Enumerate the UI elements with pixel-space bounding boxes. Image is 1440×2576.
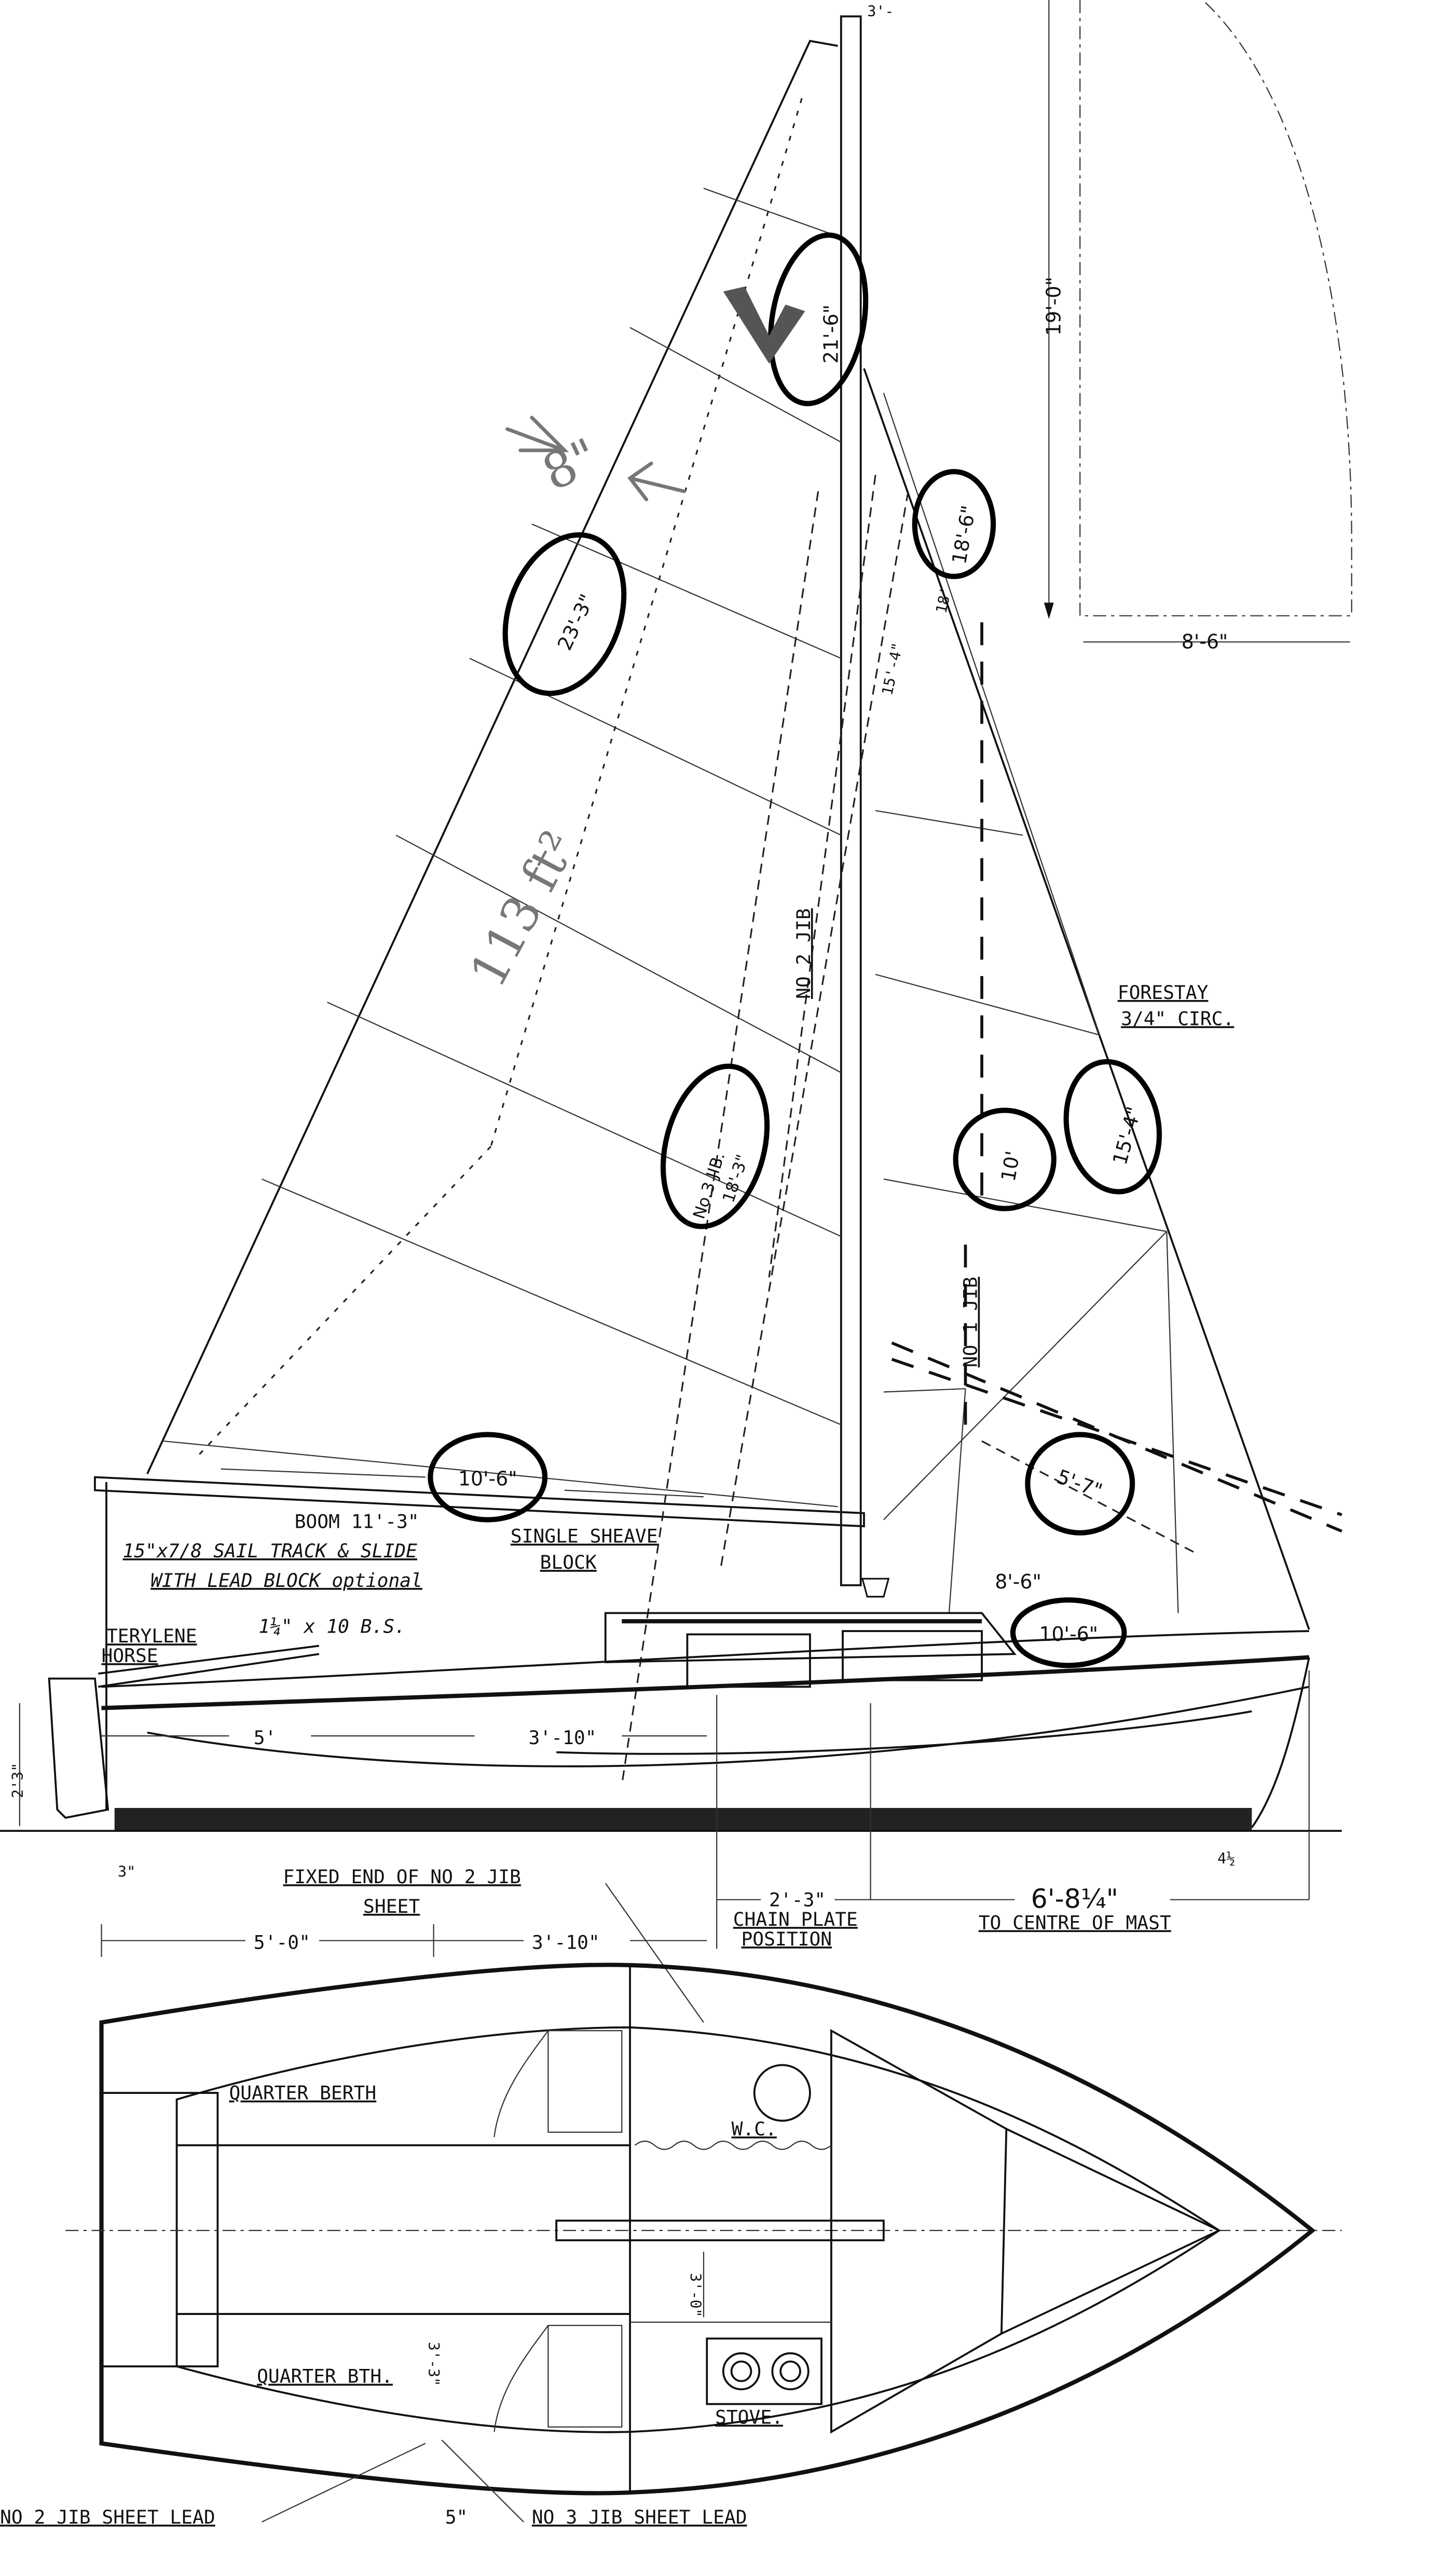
dim-luff-15-4: 15'-4" (879, 641, 907, 696)
hand-23-3: 23'-3" (553, 591, 599, 654)
hand-18-6: 18'-6" (948, 504, 980, 566)
dim-bow-4-half: 4½ (1217, 1850, 1235, 1867)
mainsail (146, 39, 842, 1508)
note-quarter-berth: QUARTER BERTH (229, 2082, 376, 2104)
label-forestay: FORESTAY (1118, 981, 1209, 1004)
label-single-sheave: SINGLE SHEAVE (511, 1525, 658, 1547)
note-to-centre: TO CENTRE OF MAST (979, 1911, 1171, 1934)
label-boom: BOOM 11'-3" (295, 1510, 419, 1532)
dim-mast-top: 3'- (867, 3, 894, 20)
hand-5-7: 5'-7" (1054, 1465, 1105, 1502)
dim-jib-18: 18' (932, 585, 955, 615)
note-sheet: SHEET (363, 1895, 420, 1917)
note-wc: W.C. (732, 2118, 777, 2140)
dim-foot-8-6: 8'-6" (995, 1570, 1041, 1593)
note-no3-jib-sheet-lead: NO 3 JIB SHEET LEAD (532, 2506, 747, 2528)
dim-hull-5: 5' (254, 1727, 277, 1749)
label-terylene: TERYLENE (106, 1625, 197, 1647)
mast (840, 15, 890, 1598)
note-chain-plate: CHAIN PLATE (733, 1908, 858, 1930)
label-no2-jib: NO 2 JIB (792, 908, 815, 999)
label-bs: 1¼" x 10 B.S. (258, 1615, 406, 1637)
dim-8-6-top: 8'-6" (1182, 631, 1228, 653)
hand-10-6-deck: 10'-6" (1039, 1623, 1098, 1646)
dim-19-0: 19'-0" (1042, 277, 1065, 336)
label-sail-track: 15"x7/8 SAIL TRACK & SLIDE (123, 1540, 418, 1562)
dim-plan-5-0: 5'-0" (254, 1931, 310, 1953)
dim-mast-6-8: 6'-8¼" (1031, 1883, 1118, 1914)
plan-view (65, 1963, 1342, 2523)
dim-aft-3: 3" (118, 1863, 135, 1880)
note-fixed-end: FIXED END OF NO 2 JIB (283, 1866, 521, 1888)
hull-profile (0, 1482, 1342, 1949)
dim-chain-2-3: 2'-3" (769, 1888, 826, 1911)
dim-plan-3-10: 3'-10" (532, 1931, 600, 1953)
label-no1-jib: NO 1 JIB (959, 1277, 982, 1367)
hand-10-6-boom: 10'-6" (458, 1467, 517, 1490)
pencil-sail-area: 113 ft² (459, 822, 588, 996)
label-lead-block: WITH LEAD BLOCK optional (150, 1569, 422, 1592)
hand-15-4: 15'-4" (1108, 1104, 1146, 1167)
dim-lead-5: 5" (445, 2506, 468, 2528)
label-forestay-size: 3/4" CIRC. (1121, 1007, 1234, 1030)
dim-hull-3-10: 3'-10" (529, 1727, 597, 1749)
spare-sail-outline (1044, 0, 1352, 643)
handwritten-annotations (428, 232, 1162, 1668)
hand-10: 10' (997, 1149, 1024, 1183)
label-horse: HORSE (102, 1645, 158, 1667)
dim-beam-3-0: 3'-0" (687, 2273, 704, 2317)
note-quarter-bth: QUARTER BTH. (257, 2365, 393, 2388)
boom (94, 1468, 865, 1528)
note-stove: STOVE. (715, 2406, 783, 2429)
dim-transom-2-3: 2'3" (9, 1763, 26, 1798)
dim-berth-3-3: 3'-3" (425, 2342, 442, 2386)
hand-21-6: 21'-6" (820, 305, 843, 364)
profile-dimensions (101, 1883, 1309, 2023)
label-block: BLOCK (540, 1551, 597, 1573)
note-position: POSITION (741, 1928, 832, 1950)
foresail-rig (621, 368, 1342, 1786)
note-no2-jib-sheet-lead: NO 2 JIB SHEET LEAD (0, 2506, 215, 2528)
pencil-8-inch: 8" (534, 428, 607, 502)
